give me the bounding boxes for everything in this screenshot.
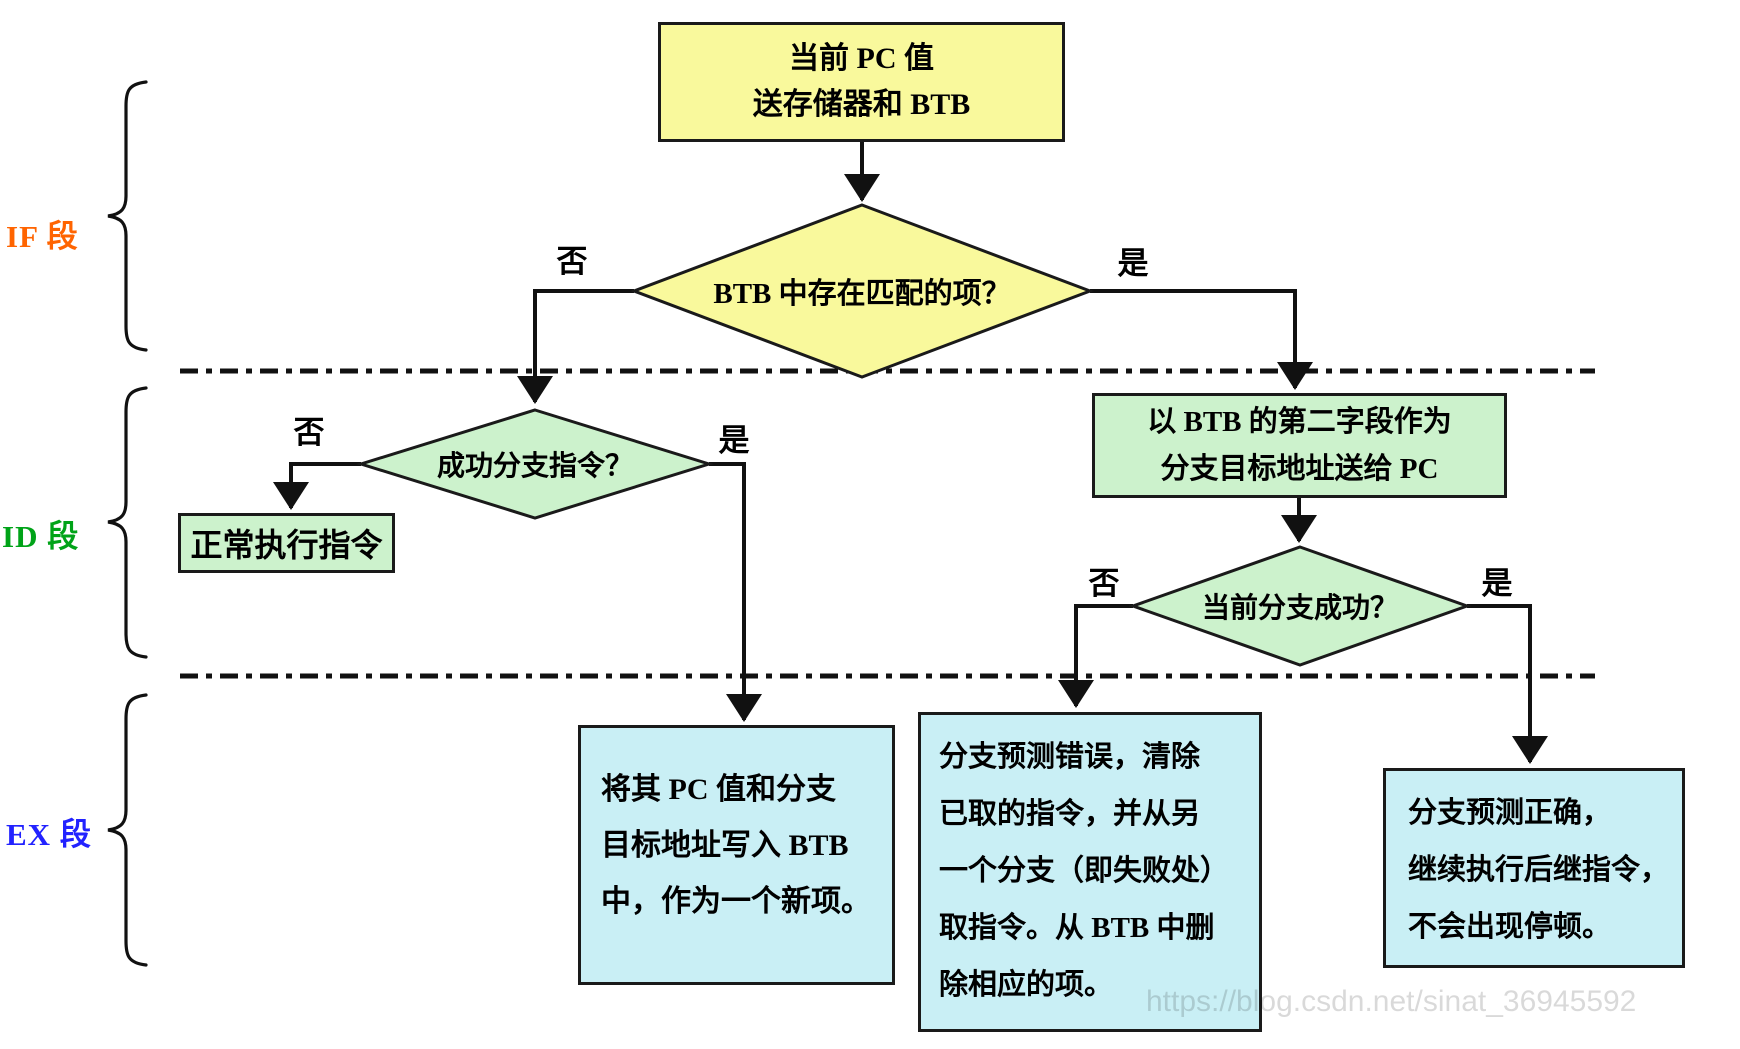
- node-predict-correct-line3: 不会出现停顿。: [1408, 911, 1612, 943]
- node-write-btb-box: 将其 PC 值和分支 目标地址写入 BTB 中，作为一个新项。: [578, 725, 895, 985]
- edge-btbmatch-yes: [1090, 289, 1313, 390]
- node-predict-correct-box: 分支预测正确， 继续执行后继指令， 不会出现停顿。: [1383, 768, 1685, 968]
- node-mispredict-line5: 除相应的项。: [939, 969, 1114, 1001]
- edge-btbmatch-no: [517, 289, 634, 404]
- node-mispredict-line3: 一个分支（即失败处）: [939, 855, 1230, 887]
- node-btb-target-line1: 以 BTB 的第二字段作为: [1147, 406, 1452, 439]
- stage-label-ex: EX 段: [6, 816, 92, 852]
- node-btb-target-box: 以 BTB 的第二字段作为 分支目标地址送给 PC: [1092, 393, 1507, 498]
- edge-currentbranch-yes: [1467, 604, 1548, 764]
- brace-ex-stage: [107, 693, 148, 967]
- node-normal-exec-label: 正常执行指令: [190, 527, 383, 563]
- node-predict-correct-line1: 分支预测正确，: [1408, 797, 1612, 829]
- node-predict-correct-line2: 继续执行后继指令，: [1408, 854, 1670, 886]
- decision-branch-success-label: 成功分支指令？: [436, 451, 633, 482]
- node-start-line2: 送存储器和 BTB: [752, 88, 971, 121]
- edge-label-btbmatch-yes: 是: [1117, 245, 1149, 281]
- decision-btb-match-shape: [629, 203, 1095, 379]
- edge-branchsuccess-no: [273, 462, 361, 510]
- brace-id-stage: [107, 386, 148, 659]
- edge-label-branchsuccess-yes: 是: [718, 422, 750, 458]
- node-mispredict-line4: 取指令。从 BTB 中删: [939, 912, 1215, 944]
- node-normal-exec-box: 正常执行指令: [178, 513, 395, 573]
- edge-label-branchsuccess-no: 否: [293, 414, 325, 450]
- node-mispredict-line2: 已取的指令，并从另: [939, 798, 1201, 830]
- edge-label-btbmatch-no: 否: [556, 243, 588, 279]
- watermark-text: https://blog.csdn.net/sinat_36945592: [1146, 985, 1637, 1018]
- node-start-box: 当前 PC 值 送存储器和 BTB: [658, 22, 1065, 142]
- node-mispredict-box: 分支预测错误，清除 已取的指令，并从另 一个分支（即失败处） 取指令。从 BTB…: [918, 712, 1262, 1032]
- edge-currentbranch-no: [1058, 604, 1133, 708]
- stage-label-if: IF 段: [6, 218, 79, 254]
- node-btb-target-line2: 分支目标地址送给 PC: [1160, 452, 1439, 485]
- decision-btb-match-label: BTB 中存在匹配的项？: [713, 278, 1011, 310]
- node-mispredict-line1: 分支预测错误，清除: [939, 741, 1201, 773]
- node-write-btb-line3: 中，作为一个新项。: [601, 885, 871, 918]
- node-start-line1: 当前 PC 值: [789, 41, 934, 75]
- node-write-btb-line2: 目标地址写入 BTB: [601, 829, 849, 862]
- edge-branchsuccess-yes: [709, 462, 762, 722]
- decision-current-branch-label: 当前分支成功？: [1201, 593, 1398, 624]
- edge-label-currentbranch-yes: 是: [1481, 565, 1513, 601]
- node-write-btb-line1: 将其 PC 值和分支: [601, 773, 836, 806]
- brace-if-stage: [107, 80, 148, 352]
- decision-current-branch-shape: [1128, 545, 1472, 667]
- stage-label-id: ID 段: [2, 518, 80, 554]
- edge-label-currentbranch-no: 否: [1088, 565, 1120, 601]
- decision-branch-success-shape: [355, 408, 715, 520]
